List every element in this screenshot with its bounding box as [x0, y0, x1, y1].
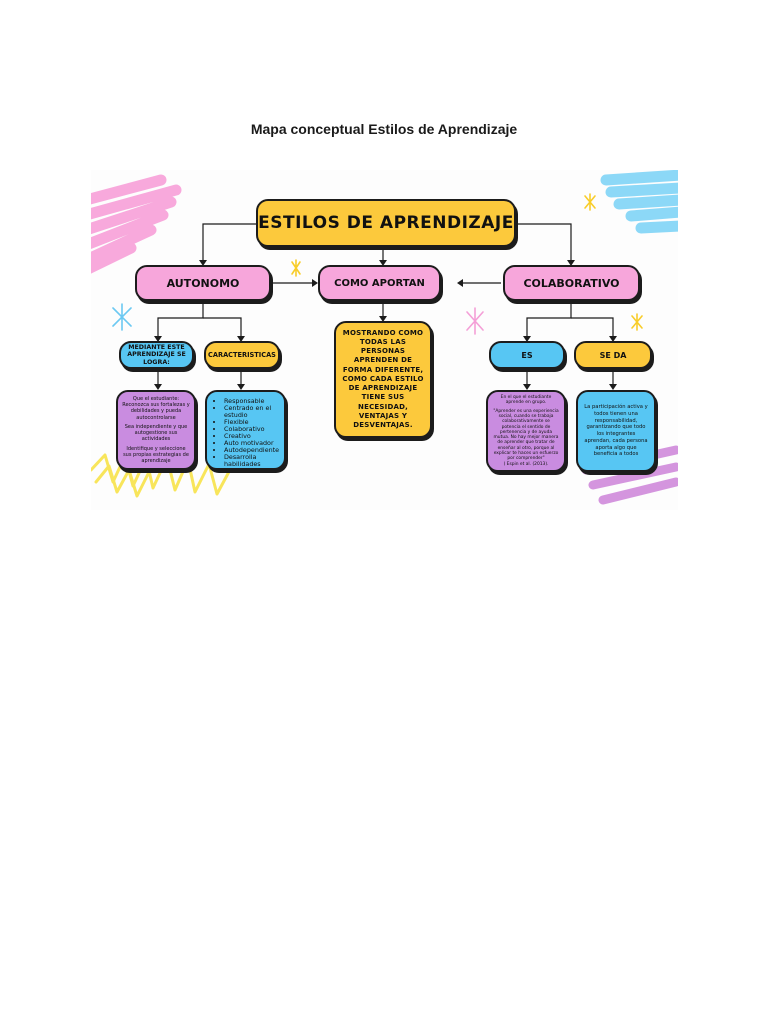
sparkle-icon [291, 193, 643, 331]
logra-line: Sea independiente y que autogestione sus… [124, 423, 188, 443]
colaborativo-node: COLABORATIVO [503, 265, 640, 301]
list-item: Flexible [224, 419, 279, 426]
como-aportan-node: COMO APORTAN [318, 265, 441, 301]
es-line: "Aprender es una experiencia social, cua… [493, 408, 559, 462]
se-da-detail-node: La participación activa y todos tienen u… [576, 390, 656, 472]
root-node: ESTILOS DE APRENDIZAJE [256, 199, 516, 247]
aporte-text-node: MOSTRANDO COMO TODAS LAS PERSONAS APREND… [334, 321, 432, 438]
connectors [157, 223, 614, 388]
caracteristicas-node: CARACTERISTICAS [204, 341, 280, 369]
caracteristicas-list: Responsable Centrado en el estudio Flexi… [215, 397, 279, 468]
es-line: En el que el estudiante aprende en grupo… [500, 395, 552, 406]
list-item: Creativo [224, 433, 279, 440]
es-node: ES [489, 341, 565, 369]
caracteristicas-list-node: Responsable Centrado en el estudio Flexi… [205, 390, 286, 470]
list-item: Auto motivador [224, 440, 279, 447]
se-da-node: SE DA [574, 341, 652, 369]
es-line: ( Espin et al. (2013). [503, 461, 549, 467]
mediante-node: MEDIANTE ESTE APRENDIZAJE SE LOGRA: [119, 341, 194, 369]
sparkle-icon [466, 307, 484, 335]
list-item: Centrado en el estudio [224, 405, 279, 419]
logra-line: Reconozca sus fortalezas y debilidades y… [122, 402, 190, 421]
concept-map: ESTILOS DE APRENDIZAJE AUTONOMO COMO APO… [91, 170, 678, 510]
arrowheads [154, 260, 617, 390]
list-item: Responsable [224, 397, 279, 405]
autonomo-node: AUTONOMO [135, 265, 271, 301]
list-item: Colaborativo [224, 426, 279, 433]
yellow-zigzag-stroke [91, 453, 233, 498]
es-detail-node: En el que el estudiante aprende en grupo… [486, 390, 566, 472]
logra-line: Identifique y seleccione sus propias est… [123, 445, 189, 465]
pink-brush-stroke [91, 174, 182, 274]
list-item: Desarrolla habilidades [224, 454, 279, 468]
page-title: Mapa conceptual Estilos de Aprendizaje [250, 121, 518, 137]
decorations [91, 170, 678, 505]
logra-line: Que el estudiante: [132, 395, 180, 402]
logra-detail-node: Que el estudiante: Reconozca sus fortale… [116, 390, 196, 470]
blue-brush-stroke [600, 170, 678, 234]
sparkle-icon [112, 303, 132, 331]
list-item: Autodependiente [224, 447, 279, 454]
